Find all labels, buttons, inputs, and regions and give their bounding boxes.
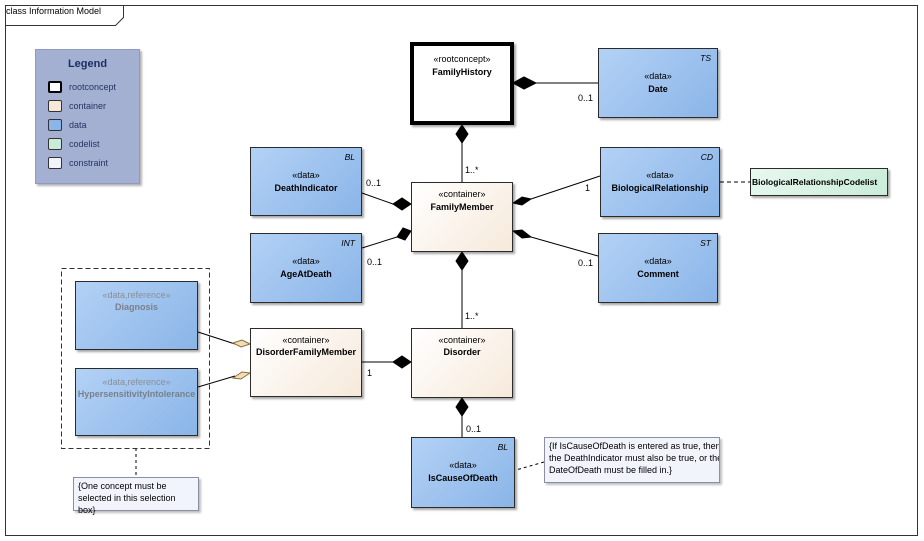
diamond-dfm-disorder xyxy=(392,355,412,369)
legend-label: rootconcept xyxy=(69,82,117,92)
diamond-hyper xyxy=(231,371,252,380)
stereotype: «rootconcept» xyxy=(433,54,491,64)
note-line: the DeathIndicator must also be true, or… xyxy=(549,453,720,463)
edge-note-iscauseofdeath xyxy=(515,461,545,471)
stereotype: «data» xyxy=(644,256,672,266)
stereotype: «data» xyxy=(644,71,672,81)
edge-hyper-dfm xyxy=(197,375,236,388)
class-name: HypersensitivityIntolerance xyxy=(77,389,196,399)
composition-diamonds xyxy=(392,76,538,417)
class-name: IsCauseOfDeath xyxy=(428,473,498,483)
class-iscauseofdeath[interactable]: BL «data» IsCauseOfDeath xyxy=(411,437,515,508)
class-disorder[interactable]: «container» Disorder xyxy=(411,328,513,398)
diamond-diagnosis xyxy=(231,339,252,348)
class-name: Diagnosis xyxy=(114,302,158,312)
selection-box xyxy=(61,268,210,449)
legend-swatch xyxy=(48,81,62,93)
class-familyhistory[interactable]: «rootconcept» FamilyHistory xyxy=(410,42,514,125)
class-name: DisorderFamilyMember xyxy=(255,347,357,357)
class-date[interactable]: TS «data» Date xyxy=(598,48,718,118)
class-diagnosis[interactable]: «data,reference» Diagnosis xyxy=(75,281,198,350)
type-tag: CD xyxy=(700,152,713,162)
stereotype: «data,reference» xyxy=(102,377,171,387)
legend-title: Legend xyxy=(67,58,108,70)
diamond-familyhistory-familymember xyxy=(455,124,469,144)
connectors xyxy=(135,82,750,477)
stereotype: «container» xyxy=(282,335,330,345)
stereotype: «data» xyxy=(449,460,477,470)
stereotype: «data» xyxy=(646,170,674,180)
diagram-title: class Information Model xyxy=(6,6,102,16)
type-tag: INT xyxy=(341,238,355,248)
note-cause-of-death: {If IsCauseOfDeath is entered as true, t… xyxy=(544,437,720,483)
multiplicity-disorder: 1..* xyxy=(465,311,479,321)
multiplicity-deathindicator: 0..1 xyxy=(366,178,382,188)
diamond-familyhistory-date xyxy=(511,76,538,90)
edge-diagnosis-dfm xyxy=(197,331,236,345)
diamond-comment xyxy=(511,229,533,239)
edge-ageatdeath-familymember xyxy=(361,236,398,249)
note-selection: {One concept must be selected in this se… xyxy=(73,477,199,515)
diamond-familymember-disorder xyxy=(455,251,469,271)
class-comment[interactable]: ST «data» Comment xyxy=(598,233,718,303)
class-biologicalrelationshipcodelist[interactable]: BiologicalRelationshipCodelist xyxy=(750,168,888,196)
legend-swatch xyxy=(48,138,62,150)
type-tag: BL xyxy=(497,442,508,452)
legend-label: data xyxy=(69,120,87,130)
class-hypersensitivityintolerance[interactable]: «data,reference» HypersensitivityIntoler… xyxy=(75,368,198,436)
note-line: DateOfDeath must be filled in.} xyxy=(549,465,673,475)
legend-label: container xyxy=(69,101,107,111)
edge-comment-familymember xyxy=(530,236,599,257)
class-name: BiologicalRelationship xyxy=(611,183,709,193)
class-name: Comment xyxy=(637,269,679,279)
class-deathindicator[interactable]: BL «data» DeathIndicator xyxy=(250,147,362,216)
class-familymember[interactable]: «container» FamilyMember xyxy=(411,182,513,252)
edge-deathindicator-familymember xyxy=(361,192,394,205)
stereotype: «data» xyxy=(292,170,320,180)
legend-swatch xyxy=(48,100,62,112)
note-line: {One concept must be xyxy=(78,481,167,491)
class-ageatdeath[interactable]: INT «data» AgeAtDeath xyxy=(250,233,362,303)
legend-swatch xyxy=(48,157,62,169)
class-name: BiologicalRelationshipCodelist xyxy=(752,177,878,187)
stereotype: «container» xyxy=(438,189,486,199)
legend-panel: Legend rootconcept container data codeli… xyxy=(35,49,140,184)
class-name: AgeAtDeath xyxy=(280,269,332,279)
type-tag: TS xyxy=(700,53,711,63)
class-name: Disorder xyxy=(443,347,481,357)
aggregation-diamonds xyxy=(231,339,252,380)
diamond-ageatdeath xyxy=(396,227,412,241)
note-line: selected in this selection box} xyxy=(78,493,176,515)
multiplicity-ageatdeath: 0..1 xyxy=(367,257,383,267)
multiplicity-biologicalrelationship: 1 xyxy=(585,183,591,193)
multiplicity-disorderfamilymember: 1 xyxy=(367,368,373,378)
diamond-disorder-iscauseofdeath xyxy=(455,397,469,417)
stereotype: «data» xyxy=(292,256,320,266)
multiplicity-date: 0..1 xyxy=(578,93,594,103)
type-tag: ST xyxy=(700,238,711,248)
class-biologicalrelationship[interactable]: CD «data» BiologicalRelationship xyxy=(600,147,720,217)
note-line: {If IsCauseOfDeath is entered as true, t… xyxy=(549,441,720,451)
class-name: DeathIndicator xyxy=(274,183,338,193)
legend-swatch xyxy=(48,119,62,131)
diamond-deathindicator xyxy=(392,197,412,211)
class-name: FamilyMember xyxy=(430,202,494,212)
stereotype: «data,reference» xyxy=(102,290,171,300)
legend-label: codelist xyxy=(69,139,100,149)
stereotype: «container» xyxy=(438,335,486,345)
class-disorderfamilymember[interactable]: «container» DisorderFamilyMember xyxy=(250,328,362,397)
type-tag: BL xyxy=(344,152,355,162)
multiplicity-comment: 0..1 xyxy=(578,258,594,268)
edge-biorel-familymember xyxy=(530,175,601,200)
class-name: FamilyHistory xyxy=(432,67,492,77)
class-name: Date xyxy=(648,84,668,94)
diamond-biorel xyxy=(511,196,533,206)
multiplicity-iscauseofdeath: 0..1 xyxy=(466,424,482,434)
multiplicity-familymember: 1..* xyxy=(465,165,479,175)
legend-label: constraint xyxy=(69,158,109,168)
